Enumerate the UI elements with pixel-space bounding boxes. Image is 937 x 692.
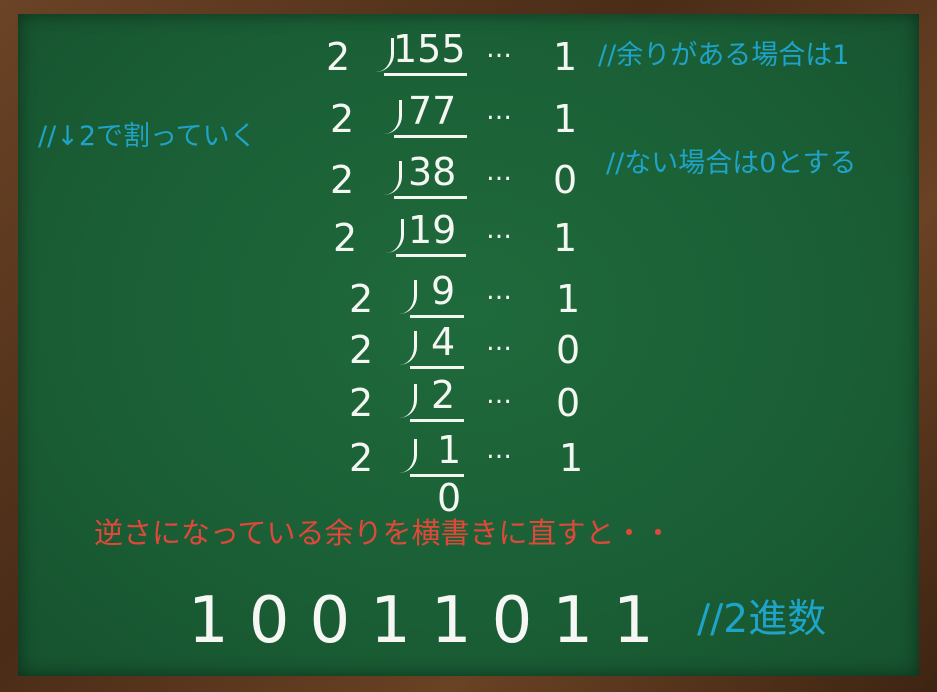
division-bracket [398, 280, 417, 314]
division-bar [410, 315, 464, 318]
note-divide-down: //↓2で割っていく [38, 121, 257, 152]
read-instruction-text: 逆さになっている余りを横書きに直すと・・ [94, 516, 673, 550]
chalkboard [18, 14, 919, 676]
note-has-remainder: //余りがある場合は1 [598, 40, 850, 71]
ellipsis: … [486, 380, 513, 410]
divisor: 2 [349, 277, 374, 321]
dividend: 4 [431, 320, 456, 364]
divisor: 2 [333, 216, 358, 260]
division-bracket [383, 161, 402, 195]
division-bracket [398, 439, 417, 473]
ellipsis: … [486, 96, 513, 126]
ellipsis: … [486, 34, 513, 64]
remainder: 1 [556, 277, 581, 321]
division-bracket [398, 384, 417, 418]
ellipsis: … [486, 276, 513, 306]
division-bracket [385, 219, 404, 253]
ellipsis: … [486, 435, 513, 465]
division-bar [410, 474, 464, 477]
remainder: 0 [556, 328, 581, 372]
divisor: 2 [349, 328, 374, 372]
division-bracket [398, 331, 417, 365]
dividend: 19 [408, 208, 457, 252]
division-bracket [375, 38, 394, 72]
division-bar [410, 366, 464, 369]
binary-result: 10011011 [188, 584, 674, 658]
remainder: 1 [553, 97, 578, 141]
remainder: 0 [553, 158, 578, 202]
division-bar [396, 254, 466, 257]
division-bar [394, 196, 467, 199]
division-bar [410, 419, 464, 422]
final-quotient: 0 [437, 476, 462, 520]
ellipsis: … [486, 215, 513, 245]
division-bar [384, 73, 467, 76]
dividend: 9 [431, 269, 456, 313]
ellipsis: … [486, 157, 513, 187]
remainder: 1 [553, 35, 578, 79]
note-no-remainder: //ない場合は0とする [606, 148, 857, 179]
remainder: 0 [556, 381, 581, 425]
division-bracket [383, 100, 402, 134]
dividend: 155 [393, 27, 466, 71]
divisor: 2 [349, 381, 374, 425]
dividend: 77 [408, 89, 457, 133]
remainder: 1 [559, 436, 584, 480]
remainder: 1 [553, 216, 578, 260]
base-label: //2進数 [697, 597, 827, 642]
divisor: 2 [349, 436, 374, 480]
dividend: 1 [437, 428, 462, 472]
divisor: 2 [330, 97, 355, 141]
dividend: 2 [431, 373, 456, 417]
divisor: 2 [326, 35, 351, 79]
dividend: 38 [408, 150, 457, 194]
divisor: 2 [330, 158, 355, 202]
ellipsis: … [486, 327, 513, 357]
division-bar [394, 135, 467, 138]
